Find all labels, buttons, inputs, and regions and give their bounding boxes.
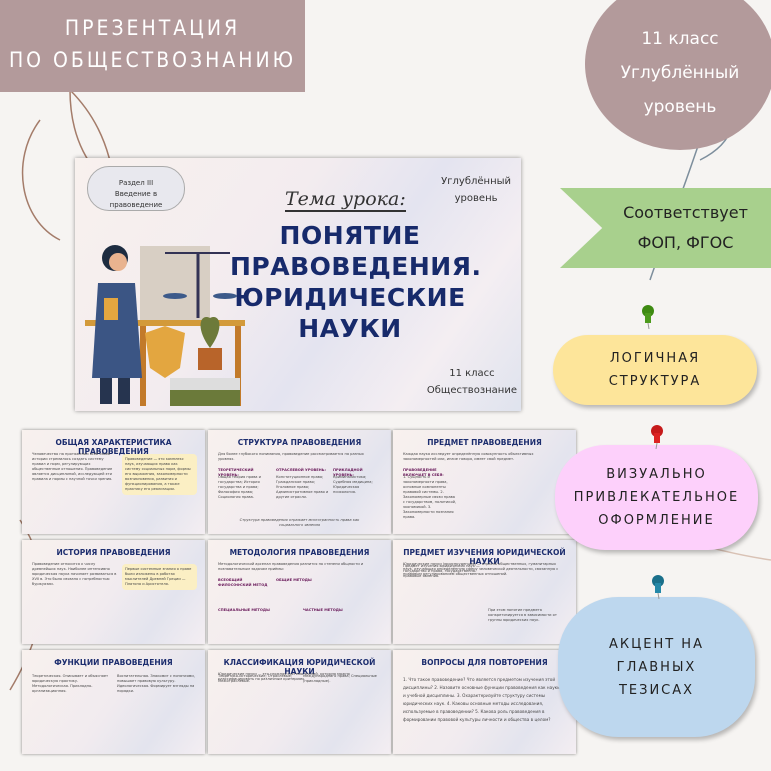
slide-text-h1: ВСЕОБЩИЙ ФИЛОСОФСКИЙ МЕТОД [218, 578, 268, 587]
feature-text: ТЕЗИСАХ [618, 682, 695, 698]
slide-text-h4: ЧАСТНЫЕ МЕТОДЫ [303, 608, 343, 612]
slide-thumbnail: ИСТОРИЯ ПРАВОВЕДЕНИЯ Правоведение относит… [22, 540, 205, 644]
slide-text-text: Юридические науки — это сложная система … [218, 672, 350, 681]
slide-text-h2: ОТРАСЛЕВОЙ УРОВЕНЬ: [276, 468, 326, 472]
slide-text-note: Первые системные знания о праве были изл… [122, 564, 197, 590]
feature-logical-structure: ЛОГИЧНАЯ СТРУКТУРА [553, 335, 757, 405]
slide-text-note: Структура правоведения отражает многогра… [239, 518, 360, 527]
slide-text-text: Каждая наука исследует определённую сово… [403, 452, 534, 461]
cover-level: Углублённый уровень [441, 173, 511, 207]
grade-text: 11 класс [449, 368, 495, 379]
feature-text: АКЦЕНТ НА [609, 636, 704, 652]
slide-text-text: Правоведение относится к числу древнейши… [32, 562, 117, 586]
blue-pushpin-icon [652, 575, 664, 599]
feature-text: ПРИВЛЕКАТЕЛЬНОЕ [573, 490, 740, 505]
slide-title: ФУНКЦИИ ПРАВОВЕДЕНИЯ [54, 658, 173, 667]
slide-title: ВОПРОСЫ ДЛЯ ПОВТОРЕНИЯ [421, 658, 548, 667]
slide-title: ОБЩАЯ ХАРАКТЕРИСТИКА ПРАВОВЕДЕНИЯ [55, 438, 172, 456]
feature-visual-design: ВИЗУАЛЬНО ПРИВЛЕКАТЕЛЬНОЕ ОФОРМЛЕНИЕ [555, 445, 758, 550]
lawyer-illustration [85, 245, 245, 406]
slide-text-b2: Международного права; Специальные (прикл… [303, 674, 377, 683]
slide-text-h2: ОБЩИЕ МЕТОДЫ [276, 578, 312, 582]
cover-slide: Раздел III Введение в правоведение Тема у… [75, 158, 521, 411]
slide-text-b1: 1. Сущность и закономерности права, осно… [403, 475, 457, 519]
slide-text-h3: СПЕЦИАЛЬНЫЕ МЕТОДЫ [218, 608, 270, 612]
slide-text-h1: ТЕОРЕТИЧЕСКИЙ УРОВЕНЬ: [218, 468, 254, 477]
level-line-1: Углублённый [441, 176, 511, 187]
slide-text-b1: Общая теория права и государства; Истори… [218, 475, 261, 499]
subject-text: Обществознание [426, 385, 517, 396]
badge-level-2: уровень [643, 97, 717, 117]
slide-title: ИСТОРИЯ ПРАВОВЕДЕНИЯ [56, 548, 171, 557]
feature-text: СТРУКТУРА [608, 374, 702, 389]
green-pushpin-icon [642, 305, 654, 329]
badge-level: Углублённый [620, 63, 740, 83]
slide-text-b1: 1. Что такое правоведение? Что является … [403, 677, 560, 722]
slide-title: МЕТОДОЛОГИЯ ПРАВОВЕДЕНИЯ [229, 548, 370, 557]
slide-text-note: Правоведение — это комплекс наук, изучаю… [122, 454, 197, 495]
topic-label: Тема урока: [285, 188, 406, 212]
slide-text-text: Методологический арсенал правоведения ра… [218, 562, 364, 571]
slide-text-h3: ПРИКЛАДНОЙ УРОВЕНЬ: [333, 468, 363, 477]
slide-text-b1: Теоретическая. Описывает и объясняет юри… [32, 674, 109, 693]
section-label: Раздел III Введение в правоведение [87, 166, 185, 211]
slide-text-b1: Предмет изучения юридических наук — госу… [403, 564, 480, 578]
slide-thumbnail: ФУНКЦИИ ПРАВОВЕДЕНИЯ Теоретическая. Описы… [22, 650, 205, 754]
section-number: Раздел III [118, 179, 154, 187]
level-line-2: уровень [454, 193, 498, 204]
title-banner: ПРЕЗЕНТАЦИЯ ПО ОБЩЕСТВОЗНАНИЮ [0, 0, 305, 92]
slide-title: ПРЕДМЕТ ИЗУЧЕНИЯ ЮРИДИЧЕСКОЙ НАУКИ [403, 548, 566, 566]
slide-title: СТРУКТУРА ПРАВОВЕДЕНИЯ [237, 438, 362, 447]
title-line-2: ПО ОБЩЕСТВОЗНАНИЮ [8, 48, 297, 72]
slide-text-b1: Теоретико-исторические; Отраслевые; Межо… [218, 674, 293, 683]
slide-text-text: Юридические науки (юриспруденция) — отра… [403, 562, 559, 576]
feature-text: ЛОГИЧНАЯ [609, 351, 701, 366]
feature-key-points: АКЦЕНТ НА ГЛАВНЫХ ТЕЗИСАХ [558, 597, 755, 737]
badge-grade: 11 класс [641, 29, 719, 49]
banner-line-2: ФОП, ФГОС [637, 233, 734, 252]
feature-text: ОФОРМЛЕНИЕ [598, 513, 715, 528]
section-name: Введение в правоведение [109, 190, 163, 209]
slide-text-b2: При этом понятие предмета конкретизирует… [488, 608, 557, 622]
slide-thumbnail: МЕТОДОЛОГИЯ ПРАВОВЕДЕНИЯ Методологический… [208, 540, 391, 644]
slide-title: КЛАССИФИКАЦИЯ ЮРИДИЧЕСКОЙ НАУКИ [223, 658, 376, 676]
feature-text: ГЛАВНЫХ [616, 659, 697, 675]
slide-text-text: Человечество на протяжении всей своей ис… [32, 452, 113, 481]
red-pushpin-icon [651, 425, 663, 449]
feature-text: ВИЗУАЛЬНО [606, 467, 707, 482]
slide-thumbnail: ВОПРОСЫ ДЛЯ ПОВТОРЕНИЯ 1. Что такое право… [393, 650, 576, 754]
grade-badge: 11 класс Углублённый уровень [585, 0, 771, 150]
slide-text-b3: Криминалистика; Судебная медицина; Юриди… [333, 475, 373, 494]
slide-text-text: Для более глубокого понимания, правоведе… [218, 452, 364, 461]
slide-thumbnail: СТРУКТУРА ПРАВОВЕДЕНИЯ Для более глубоког… [208, 430, 391, 534]
slide-text-b2: Воспитательная. Знакомит с понятиями, по… [117, 674, 195, 693]
cover-title: ПОНЯТИЕ ПРАВОВЕДЕНИЯ. ЮРИДИЧЕСКИЕ НАУКИ [230, 221, 482, 343]
slide-title: ПРЕДМЕТ ПРАВОВЕДЕНИЯ [427, 438, 542, 447]
slide-thumbnail: ПРЕДМЕТ ПРАВОВЕДЕНИЯ Каждая наука исследу… [393, 430, 576, 534]
title-line-1: ПРЕЗЕНТАЦИЯ [64, 16, 241, 40]
banner-line-1: Соответствует [623, 203, 748, 222]
slide-text-h1: ПРАВОВЕДЕНИЕ ВКЛЮЧАЕТ В СЕБЯ: [403, 468, 444, 477]
slide-text-b2: Конституционное право; Гражданское право… [276, 475, 329, 499]
